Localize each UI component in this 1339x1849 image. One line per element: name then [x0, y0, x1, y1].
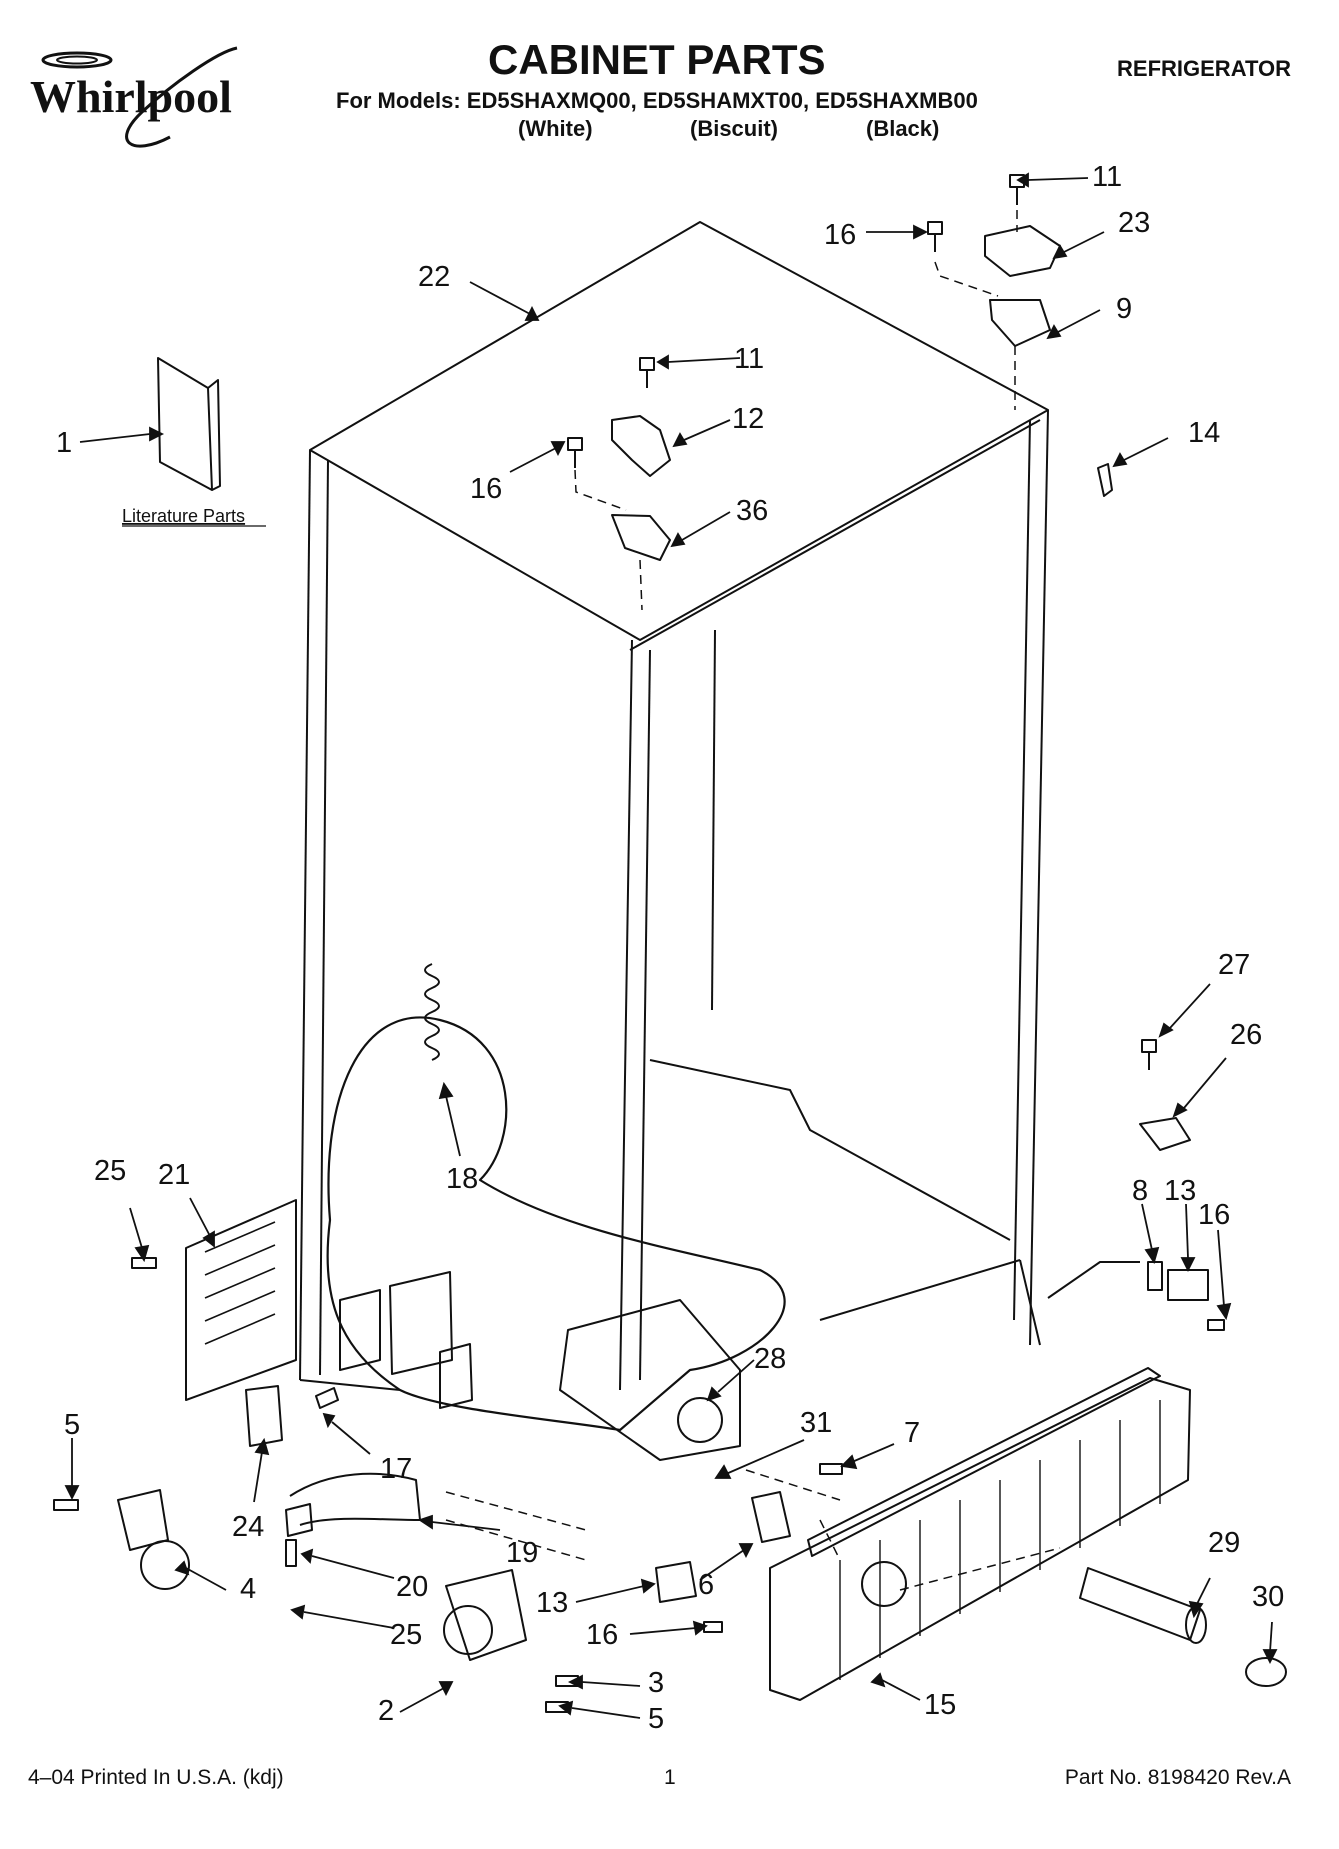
callout-14: 14	[1188, 417, 1220, 449]
variant-biscuit: (Biscuit)	[690, 116, 778, 141]
callout-28: 28	[754, 1343, 786, 1375]
models-line: For Models: ED5SHAXMQ00, ED5SHAMXT00, ED…	[336, 88, 978, 113]
callout-16-bottom: 16	[586, 1619, 618, 1651]
callout-1: 1	[56, 427, 72, 459]
callout-13-bottom: 13	[536, 1587, 568, 1619]
literature-parts-label: Literature Parts	[122, 506, 245, 526]
callout-31: 31	[800, 1407, 832, 1439]
page-title: CABINET PARTS	[488, 36, 826, 83]
callout-30: 30	[1252, 1581, 1284, 1613]
callout-17: 17	[380, 1453, 412, 1485]
callout-23: 23	[1118, 207, 1150, 239]
page-number: 1	[664, 1766, 676, 1789]
callout-4: 4	[240, 1573, 256, 1605]
callout-26: 26	[1230, 1019, 1262, 1051]
whirlpool-logo: Whirlpool	[30, 46, 238, 148]
callout-20: 20	[396, 1571, 428, 1603]
callout-5-left: 5	[64, 1409, 80, 1441]
callout-11-top: 11	[1092, 161, 1122, 193]
variant-black: (Black)	[866, 116, 940, 141]
callout-27: 27	[1218, 949, 1250, 981]
callout-15: 15	[924, 1689, 956, 1721]
callout-22: 22	[418, 261, 450, 293]
callout-24: 24	[232, 1511, 264, 1543]
callout-16-mid: 16	[470, 473, 502, 505]
callout-19: 19	[506, 1537, 538, 1569]
dashed-guides	[445, 210, 1061, 1591]
callout-2: 2	[378, 1695, 394, 1727]
callout-25-left: 25	[94, 1155, 126, 1187]
leader-arrows	[64, 172, 1278, 1719]
callout-11-mid: 11	[734, 343, 764, 375]
part-number: Part No. 8198420 Rev.A	[1064, 1766, 1291, 1789]
callout-16-top: 16	[824, 219, 856, 251]
callout-7: 7	[904, 1417, 920, 1449]
callout-3: 3	[648, 1667, 664, 1699]
print-info: 4–04 Printed In U.S.A. (kdj)	[28, 1766, 284, 1789]
callout-36: 36	[736, 495, 768, 527]
cabinet-drawing	[53, 174, 1287, 1713]
appliance-category: REFRIGERATOR	[1117, 56, 1291, 81]
callout-labels: 1 11 23 16 9 22 11 12 16 36 14 27 26 25 …	[56, 161, 1284, 1735]
callout-5-bottom: 5	[648, 1703, 664, 1735]
callout-18: 18	[446, 1163, 478, 1195]
callout-12: 12	[732, 403, 764, 435]
callout-8: 8	[1132, 1175, 1148, 1207]
brand-wordmark: Whirlpool	[30, 71, 232, 122]
callout-25-bottom: 25	[390, 1619, 422, 1651]
variant-white: (White)	[518, 116, 593, 141]
callout-21: 21	[158, 1159, 190, 1191]
callout-13-right: 13	[1164, 1175, 1196, 1207]
callout-9: 9	[1116, 293, 1132, 325]
callout-29: 29	[1208, 1527, 1240, 1559]
callout-6: 6	[698, 1569, 714, 1601]
callout-16-right: 16	[1198, 1199, 1230, 1231]
